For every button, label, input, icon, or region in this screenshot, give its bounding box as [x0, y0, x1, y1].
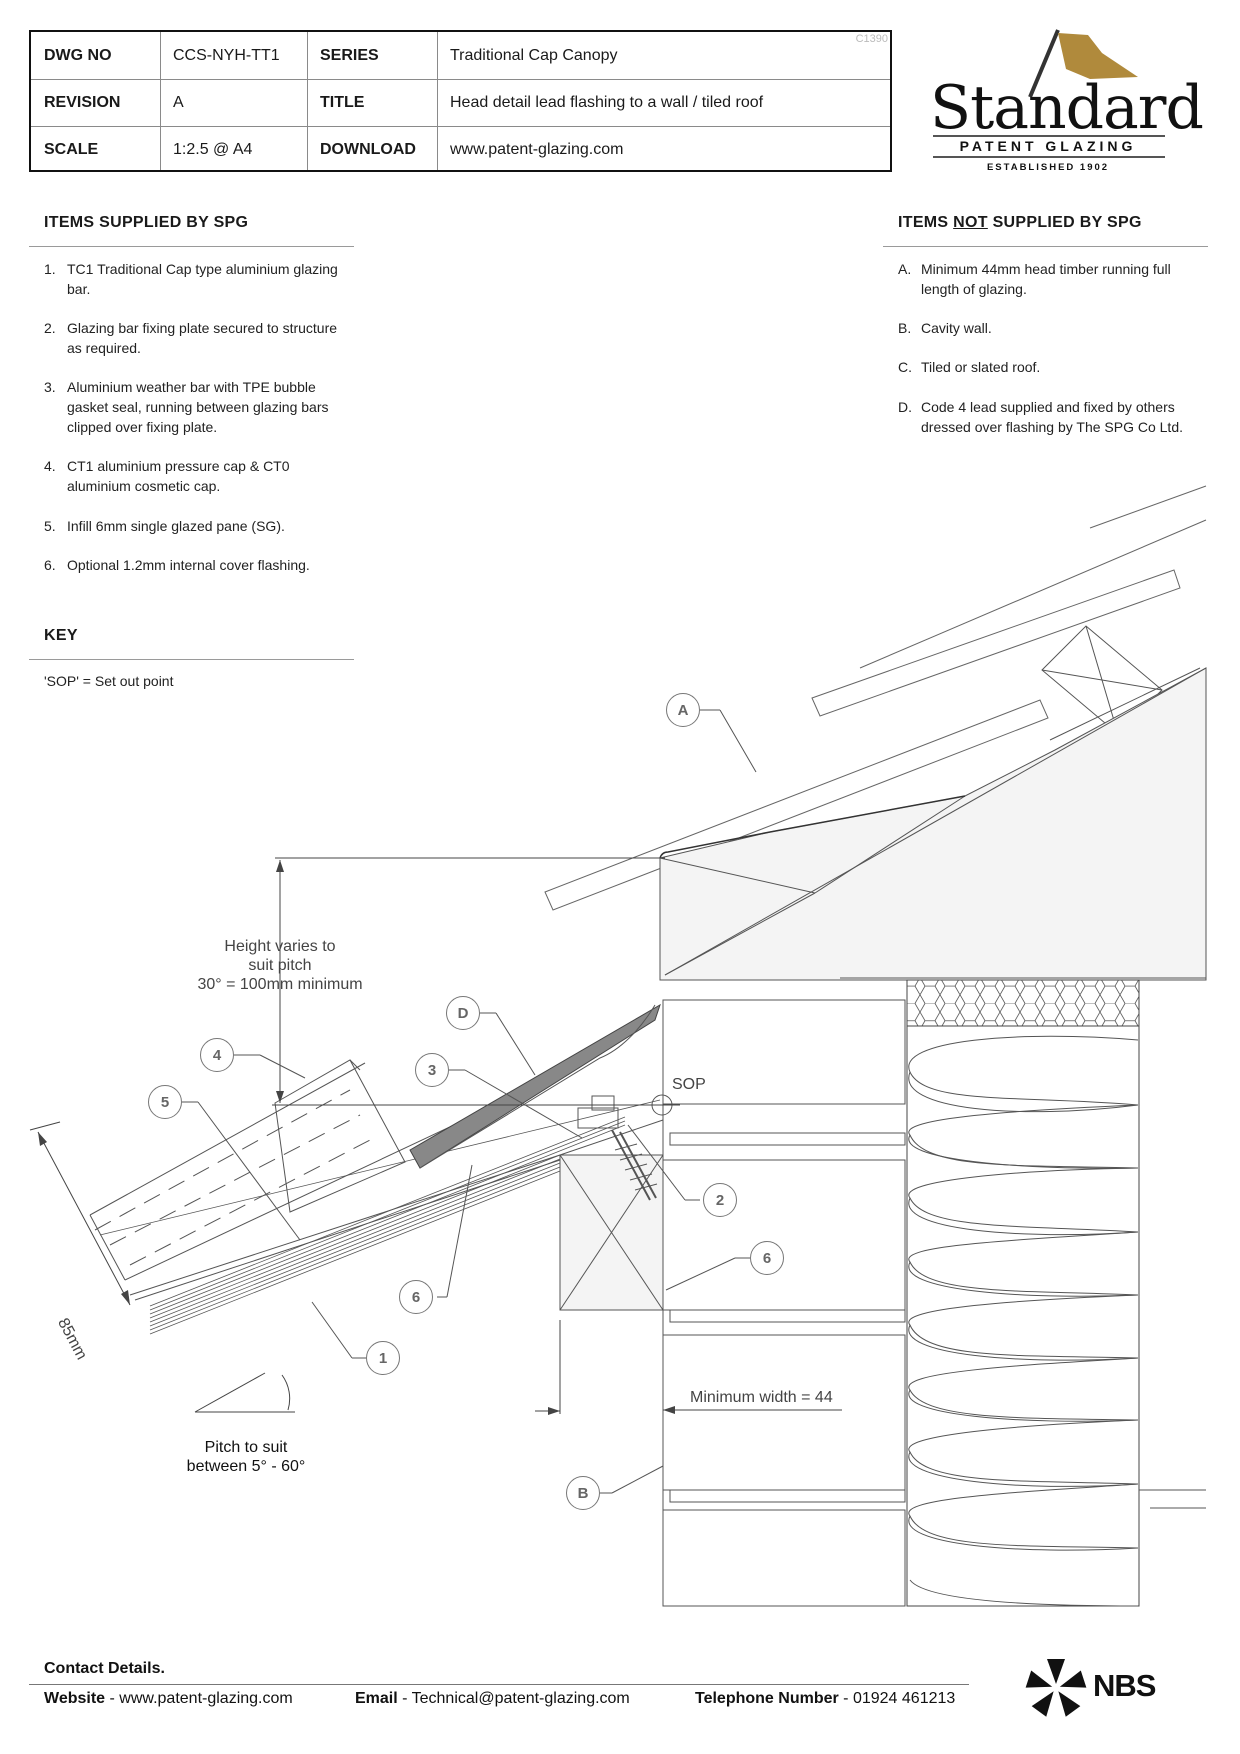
min-width-note: Minimum width = 44 [690, 1389, 833, 1406]
callout-3: 3 [415, 1053, 449, 1087]
contact-website: Website - www.patent-glazing.com [44, 1690, 293, 1707]
callout-c: A [666, 693, 700, 727]
not-supplied-item-c: C. Tiled or slated roof. [898, 359, 1041, 375]
callout-a: 6 [750, 1241, 784, 1275]
nbs-logo-text: NBS [1093, 1668, 1156, 1703]
contact-email: Email - Technical@patent-glazing.com [355, 1690, 630, 1707]
revision-label: REVISION [44, 93, 121, 111]
scale-label: SCALE [44, 140, 99, 158]
series-label: SERIES [320, 46, 379, 64]
title-row-scale: SCALE 1:2.5 @ A4 DOWNLOAD www.patent-gla… [31, 126, 890, 173]
cavity-wall [662, 999, 1206, 1607]
roof-tiles [544, 485, 1207, 911]
head-timber [559, 1154, 664, 1311]
logo-subtitle: PATENT GLAZING [959, 138, 1137, 154]
callout-1: 1 [366, 1341, 400, 1375]
email-link[interactable]: Technical@patent-glazing.com [411, 1690, 630, 1707]
supplied-item-2: 2. Glazing bar fixing plate secured to s… [44, 320, 338, 356]
insulation-loops [908, 1035, 1139, 1607]
not-supplied-heading: ITEMS NOT SUPPLIED BY SPG [898, 214, 1142, 231]
nbs-flower-icon [1025, 1659, 1087, 1717]
supplied-item-6: 6. Optional 1.2mm internal cover flashin… [44, 557, 310, 573]
sop-label: SOP [672, 1076, 706, 1093]
leader-lines [182, 709, 757, 1494]
logo-wordmark: Standard [930, 73, 1204, 143]
callout-b: B [566, 1476, 600, 1510]
standard-patent-glazing-logo: Standard PATENT GLAZING ESTABLISHED 1902 [930, 25, 1204, 175]
key-text: 'SOP' = Set out point [44, 673, 174, 689]
contact-phone: Telephone Number - 01924 461213 [695, 1690, 956, 1707]
supplied-heading: ITEMS SUPPLIED BY SPG [44, 214, 249, 231]
title-value: Head detail lead flashing to a wall / ti… [450, 93, 764, 111]
glazing-bar-assembly [89, 1003, 664, 1335]
flag-icon [1028, 29, 1138, 98]
contact-heading: Contact Details. [44, 1660, 165, 1677]
callout-5: 5 [148, 1085, 182, 1119]
callout-d: D [446, 996, 480, 1030]
batten [1041, 625, 1163, 735]
supplied-item-5: 5. Infill 6mm single glazed pane (SG). [44, 518, 285, 534]
not-supplied-item-a: A. Minimum 44mm head timber running full… [898, 261, 1171, 297]
not-supplied-item-d: D. Code 4 lead supplied and fixed by oth… [898, 399, 1183, 435]
rafter-structure [659, 667, 1207, 981]
callout-4: 4 [200, 1038, 234, 1072]
title-row-dwg: DWG NO CCS-NYH-TT1 SERIES Traditional Ca… [31, 32, 890, 80]
title-block: C1390 DWG NO CCS-NYH-TT1 SERIES Traditio… [29, 30, 892, 172]
supplied-item-1: 1. TC1 Traditional Cap type aluminium gl… [44, 261, 338, 297]
dwg-no-label: DWG NO [44, 46, 112, 64]
callout-2: 2 [703, 1183, 737, 1217]
download-link[interactable]: www.patent-glazing.com [450, 140, 624, 158]
key-heading: KEY [44, 627, 78, 644]
callout-6: 6 [399, 1280, 433, 1314]
dwg-no-value: CCS-NYH-TT1 [173, 46, 280, 64]
title-row-revision: REVISION A TITLE Head detail lead flashi… [31, 79, 890, 127]
wall-plate [906, 979, 1140, 1027]
logo-established: ESTABLISHED 1902 [986, 162, 1110, 173]
download-label: DOWNLOAD [320, 140, 416, 158]
supplied-item-3: 3. Aluminium weather bar with TPE bubble… [44, 379, 329, 435]
insulation-block [906, 1025, 1140, 1607]
series-value: Traditional Cap Canopy [450, 46, 618, 64]
title-label: TITLE [320, 93, 365, 111]
website-link[interactable]: www.patent-glazing.com [119, 1690, 293, 1707]
drawing-ref-code: C1390 [855, 33, 888, 45]
not-supplied-item-b: B. Cavity wall. [898, 320, 992, 336]
revision-value: A [173, 93, 184, 111]
scale-value: 1:2.5 @ A4 [173, 140, 253, 158]
